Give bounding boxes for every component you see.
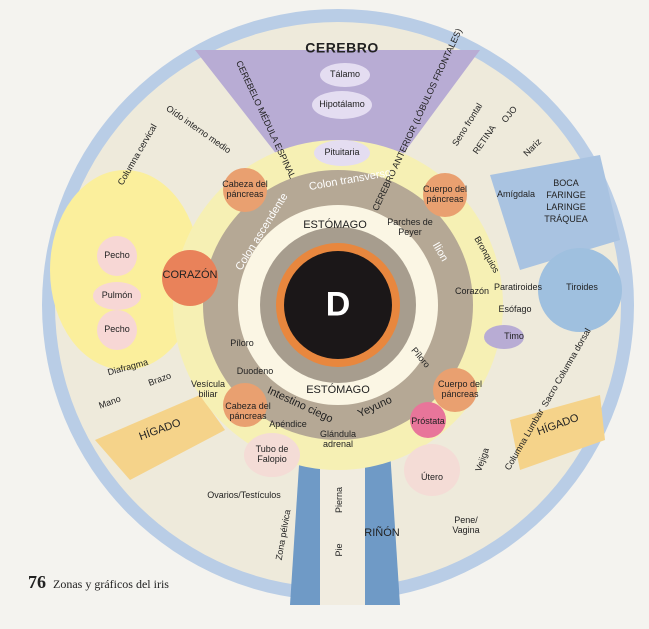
timo-ellipse xyxy=(484,325,524,349)
label-pene: Pene/ Vagina xyxy=(452,515,480,535)
label-piloro-left: Píloro xyxy=(230,338,254,349)
mouth-zone xyxy=(490,155,620,270)
prostata-circle xyxy=(410,402,446,438)
pecho-bottom-circle xyxy=(97,310,137,350)
talamo-ellipse xyxy=(320,63,370,87)
label-cabeza-pancreas-bottom: Cabeza del páncreas xyxy=(225,401,271,421)
label-boca: BOCA xyxy=(553,178,579,189)
page-caption: Zonas y gráficos del iris xyxy=(53,577,169,591)
pulmon-ellipse xyxy=(93,282,141,310)
center-letter: D xyxy=(325,285,351,324)
label-prostata: Próstata xyxy=(411,416,445,427)
higado-left-zone xyxy=(95,395,225,480)
label-talamo: Tálamo xyxy=(329,69,361,80)
label-estomago-top: ESTÓMAGO xyxy=(303,218,367,231)
label-pituitaria: Pituitaria xyxy=(324,147,360,158)
label-corazon-right: Corazón xyxy=(454,286,490,297)
label-parches-peyer: Parches de Peyer xyxy=(387,217,433,237)
label-traquea: TRÁQUEA xyxy=(544,214,588,225)
tiroides-zone xyxy=(538,248,622,332)
label-pierna: Pierna xyxy=(334,486,345,514)
cabeza-pancreas-bottom-circle xyxy=(223,383,267,427)
label-cabeza-pancreas-top: Cabeza del páncreas xyxy=(222,179,268,199)
label-cuerpo-pancreas-top: Cuerpo del páncreas xyxy=(422,184,468,204)
trompas-ellipse xyxy=(244,433,300,477)
label-vesicula: Vesícula biliar xyxy=(190,379,226,399)
label-glandula-adrenal: Glándula adrenal xyxy=(319,429,357,449)
page-footer: 76 Zonas y gráficos del iris xyxy=(28,572,169,593)
label-amigdala: Amígdala xyxy=(496,189,536,200)
pecho-top-circle xyxy=(97,236,137,276)
label-estomago-bottom: ESTÓMAGO xyxy=(306,383,370,396)
cabeza-pancreas-top-circle xyxy=(223,168,267,212)
label-pecho-top: Pecho xyxy=(104,250,130,261)
pituitaria-ellipse xyxy=(314,140,370,166)
cuerpo-pancreas-bottom-circle xyxy=(433,368,477,412)
corazon-circle xyxy=(162,250,218,306)
page-number: 76 xyxy=(28,572,46,592)
label-apendice: Apéndice xyxy=(269,419,307,430)
label-paratiroides: Paratiroides xyxy=(493,282,543,293)
label-tiroides: Tiroides xyxy=(566,282,598,293)
hipotalamo-ellipse xyxy=(312,91,372,119)
label-rinon: RIÑÓN xyxy=(364,526,400,539)
pierna-strip xyxy=(320,450,365,605)
label-pie: Pie xyxy=(334,543,345,557)
utero-ellipse xyxy=(404,444,460,496)
label-faringe: FARINGE xyxy=(546,190,586,201)
label-cuerpo-pancreas-bottom: Cuerpo del páncreas xyxy=(437,379,483,399)
label-cerebro: CEREBRO xyxy=(305,39,379,56)
label-esofago: Esófago xyxy=(498,304,532,315)
label-ovarios: Ovarios/Testículos xyxy=(207,490,281,501)
label-corazon-left: CORAZÓN xyxy=(162,268,218,281)
label-utero: Útero xyxy=(420,472,444,483)
cuerpo-pancreas-top-circle xyxy=(423,173,467,217)
label-pecho-bottom: Pecho xyxy=(104,324,130,335)
pupil xyxy=(284,251,392,359)
label-laringe: LARINGE xyxy=(546,202,586,213)
label-pulmon: Pulmón xyxy=(101,290,133,301)
label-timo: Timo xyxy=(504,331,524,342)
label-hipotalamo: Hipotálamo xyxy=(319,99,365,110)
higado-right-zone xyxy=(510,395,605,470)
label-trompas: Tubo de Falopio xyxy=(255,444,289,464)
label-duodeno: Duodeno xyxy=(236,366,274,377)
